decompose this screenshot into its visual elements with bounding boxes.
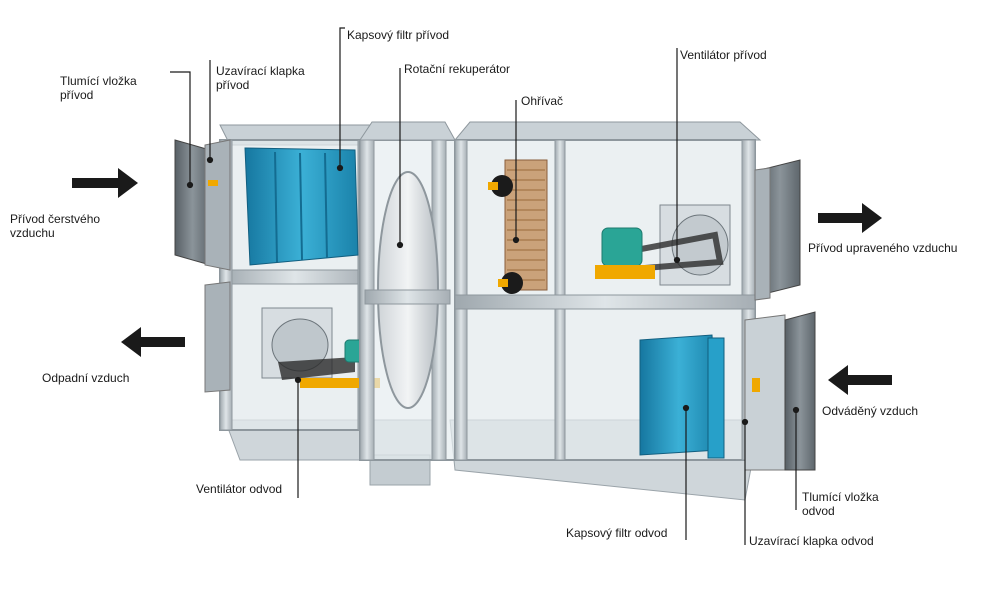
label-klapka-odvod: Uzavírací klapka odvod [749,534,874,548]
label-odvadeny: Odváděný vzduch [822,404,919,418]
supply-outlet-duct [754,159,801,301]
label-ohrivac: Ohřívač [521,94,564,108]
label-tlumici-privod-line2: přívod [60,88,94,102]
supply-pocket-filter [244,147,359,266]
label-tlumici-privod-line1: Tlumící vložka [60,74,137,88]
arrow-supply-air-icon [818,203,882,233]
rotary-exchanger-module [359,121,456,461]
arrow-extract-air-icon [828,365,892,395]
heater-coil [488,159,548,294]
exhaust-pocket-filter [639,334,725,459]
exhaust-inlet-duct [744,311,816,471]
supply-fan [595,204,731,286]
label-klapka-privod-line1: Uzavírací klapka [216,64,305,78]
leader-lines [170,27,800,545]
label-privod-upraveneho: Přívod upraveného vzduchu [808,241,958,255]
arrow-waste-air-icon [121,327,185,357]
label-tlumici-odvod-line1: Tlumící vložka [802,490,879,504]
label-privod-cerstveho-line1: Přívod čerstvého [10,212,101,226]
arrow-fresh-air-icon [72,168,138,198]
label-klapka-privod-line2: přívod [216,78,250,92]
label-rekuperator: Rotační rekuperátor [404,62,511,76]
label-klapka-privod: Uzavírací klapka přívod [216,64,305,92]
exhaust-fan [261,307,380,388]
label-ventilator-privod: Ventilátor přívod [680,48,767,62]
supply-inlet-duct [174,139,231,393]
label-privod-cerstveho: Přívod čerstvého vzduchu [10,212,100,240]
label-kapsovy-privod: Kapsový filtr přívod [347,28,450,42]
label-odpadni: Odpadní vzduch [42,371,130,385]
label-ventilator-odvod: Ventilátor odvod [196,482,283,496]
label-privod-cerstveho-line2: vzduchu [10,226,55,240]
label-kapsovy-odvod: Kapsový filtr odvod [566,526,668,540]
label-tlumici-odvod: Tlumící vložka odvod [802,490,879,518]
label-tlumici-odvod-line2: odvod [802,504,835,518]
label-tlumici-privod: Tlumící vložka přívod [60,74,137,102]
flow-arrows [72,168,892,395]
